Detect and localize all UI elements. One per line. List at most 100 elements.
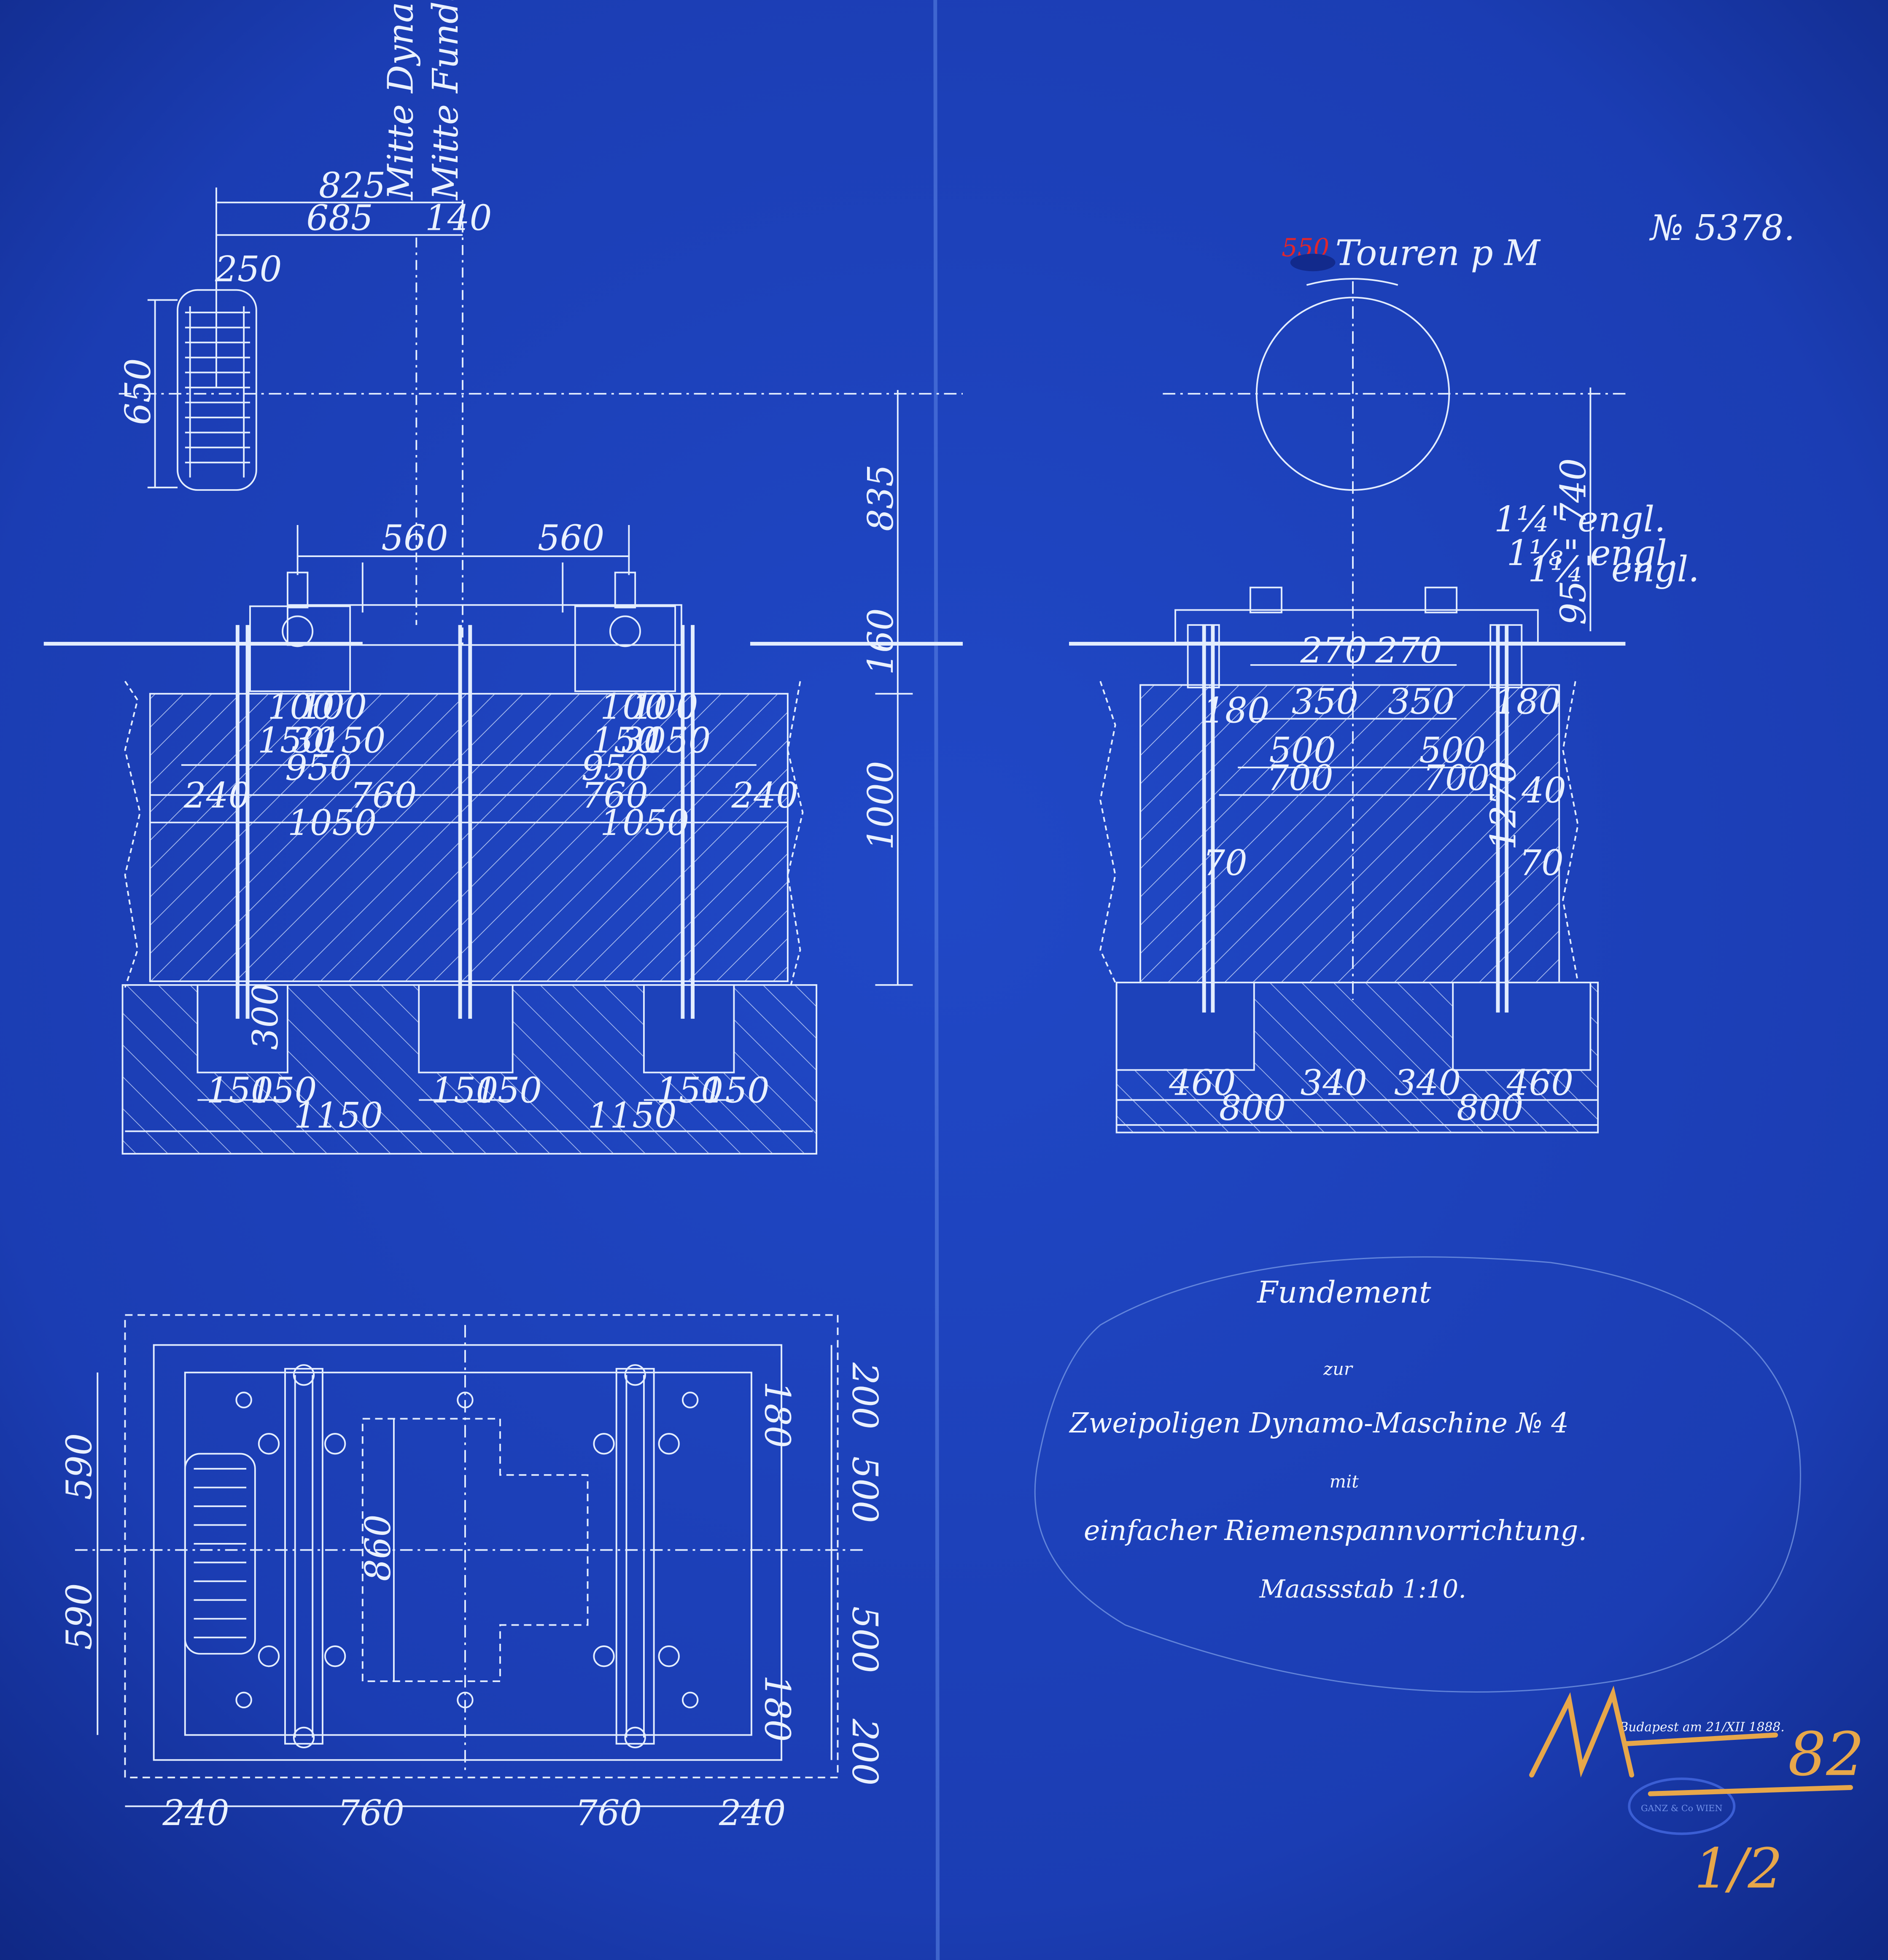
dim-560-left: 560 bbox=[381, 517, 448, 558]
dim-500-left: 500 bbox=[1269, 730, 1336, 771]
bolt-label-1: 1¼" engl. bbox=[1494, 499, 1665, 540]
dim-150-a: 150 bbox=[258, 720, 324, 761]
dim-340-right: 340 bbox=[1394, 1063, 1461, 1104]
dim-70-left: 70 bbox=[1203, 843, 1247, 883]
dim-40: 40 bbox=[1521, 770, 1566, 811]
pulley-plan bbox=[184, 1453, 256, 1655]
dim-800-right: 800 bbox=[1457, 1088, 1523, 1128]
dim-500-right: 500 bbox=[1419, 730, 1486, 771]
label-centre-dynamo: Mitte Dynamo bbox=[380, 0, 421, 201]
dim-30-a: 30 bbox=[291, 720, 336, 761]
dim-150-g: 150 bbox=[431, 1070, 498, 1111]
dim-200-bottom: 200 bbox=[844, 1718, 885, 1785]
title-line-6: Maassstab 1:10. bbox=[1259, 1574, 1466, 1603]
dim-835: 835 bbox=[860, 464, 901, 531]
company-stamp bbox=[1628, 1777, 1736, 1835]
dim-760-left: 760 bbox=[350, 775, 417, 816]
crayon-note-top: 82 bbox=[1788, 1719, 1864, 1789]
title-line-1: Fundement bbox=[1256, 1275, 1431, 1310]
dim-100-c: 100 bbox=[600, 686, 667, 727]
foundation-block-side bbox=[1139, 684, 1560, 983]
dim-180-left: 180 bbox=[1203, 690, 1269, 731]
arrow-label: Touren p M bbox=[1336, 232, 1541, 273]
dim-460-right: 460 bbox=[1506, 1063, 1573, 1104]
dim-180-right: 180 bbox=[1494, 681, 1561, 722]
dim-590-top: 590 bbox=[59, 1433, 100, 1500]
dim-95: 95 bbox=[1553, 581, 1594, 625]
bolt-label-2: 1⅛" engl. bbox=[1507, 533, 1678, 573]
dim-100-a: 100 bbox=[267, 686, 334, 727]
dim-500-bottom: 500 bbox=[844, 1606, 885, 1673]
dim-180-bottom: 180 bbox=[757, 1675, 798, 1742]
dim-240-right-plan: 240 bbox=[719, 1793, 786, 1833]
dim-180-top: 180 bbox=[757, 1381, 798, 1448]
dim-460-left: 460 bbox=[1169, 1063, 1236, 1104]
bolt-label-3: 1¼" engl. bbox=[1528, 549, 1699, 590]
crayon-signature bbox=[1529, 1685, 1853, 1796]
dim-270-left: 270 bbox=[1300, 630, 1367, 671]
drawing-number: № 5378. bbox=[1649, 207, 1795, 248]
fold-line bbox=[933, 0, 940, 1960]
dim-1150-left: 1150 bbox=[294, 1095, 383, 1136]
dim-1050-left: 1050 bbox=[288, 802, 377, 843]
dim-160: 160 bbox=[860, 608, 901, 675]
dim-340-left: 340 bbox=[1300, 1063, 1367, 1104]
dim-760-right: 760 bbox=[582, 775, 648, 816]
dim-590-bottom: 590 bbox=[59, 1583, 100, 1650]
pulley-front bbox=[177, 289, 257, 491]
dim-240-left: 240 bbox=[183, 775, 250, 816]
dim-150-b: 150 bbox=[319, 720, 385, 761]
dim-825: 825 bbox=[319, 165, 385, 206]
dim-150-i: 150 bbox=[657, 1070, 723, 1111]
front-elevation bbox=[43, 187, 963, 1155]
dim-150-f: 150 bbox=[250, 1070, 317, 1111]
dim-270-right: 270 bbox=[1375, 630, 1442, 671]
dim-700-left: 700 bbox=[1266, 757, 1333, 798]
dim-150-c: 150 bbox=[591, 720, 658, 761]
dim-350-left: 350 bbox=[1292, 681, 1358, 722]
dim-760-left-plan: 760 bbox=[338, 1793, 404, 1833]
dim-70-right: 70 bbox=[1519, 843, 1564, 883]
dim-240-left-plan: 240 bbox=[162, 1793, 229, 1833]
dim-350-right: 350 bbox=[1388, 681, 1454, 722]
dim-740: 740 bbox=[1553, 458, 1594, 525]
dim-250: 250 bbox=[215, 249, 282, 290]
dim-30-b: 30 bbox=[622, 720, 666, 761]
dim-150-d: 150 bbox=[644, 720, 711, 761]
dim-150-j: 150 bbox=[703, 1070, 769, 1111]
dim-100-d: 100 bbox=[631, 686, 698, 727]
dim-240-right: 240 bbox=[731, 775, 798, 816]
dim-150-e: 150 bbox=[206, 1070, 273, 1111]
dim-1150-right: 1150 bbox=[588, 1095, 677, 1136]
dim-500-top: 500 bbox=[844, 1456, 885, 1523]
dim-1050-right: 1050 bbox=[600, 802, 689, 843]
dim-650: 650 bbox=[118, 358, 159, 425]
dim-950-left: 950 bbox=[285, 748, 352, 789]
title-line-4: mit bbox=[1330, 1471, 1359, 1492]
title-block: Fundement zur Zweipoligen Dynamo-Maschin… bbox=[1034, 1256, 1864, 1901]
title-line-3: Zweipoligen Dynamo-Maschine № 4 bbox=[1069, 1407, 1568, 1439]
dim-800-left: 800 bbox=[1219, 1088, 1286, 1128]
dim-760-right-plan: 760 bbox=[575, 1793, 642, 1833]
dim-1000: 1000 bbox=[860, 761, 901, 850]
dim-300: 300 bbox=[245, 983, 286, 1050]
dim-1270: 1270 bbox=[1483, 761, 1524, 850]
title-line-5: einfacher Riemenspannvorrichtung. bbox=[1084, 1515, 1587, 1547]
plan-view bbox=[75, 1314, 863, 1807]
dim-200-top: 200 bbox=[844, 1362, 885, 1429]
dim-860: 860 bbox=[358, 1514, 399, 1581]
dim-700-right: 700 bbox=[1423, 757, 1489, 798]
crayon-note-bottom: 1/2 bbox=[1694, 1836, 1783, 1901]
label-centre-foundation: Mitte Fundament bbox=[425, 0, 466, 201]
dim-560-right: 560 bbox=[538, 517, 604, 558]
dim-140: 140 bbox=[425, 197, 492, 238]
title-line-2: zur bbox=[1323, 1359, 1353, 1379]
dim-100-b: 100 bbox=[300, 686, 367, 727]
signature-place: Budapest am 21/XII 1888. bbox=[1619, 1720, 1785, 1734]
dim-950-right: 950 bbox=[582, 748, 648, 789]
dim-685: 685 bbox=[306, 197, 373, 238]
stamp-text: GANZ & Co WIEN bbox=[1641, 1803, 1723, 1813]
dim-150-h: 150 bbox=[475, 1070, 542, 1111]
side-elevation bbox=[1069, 278, 1626, 1133]
